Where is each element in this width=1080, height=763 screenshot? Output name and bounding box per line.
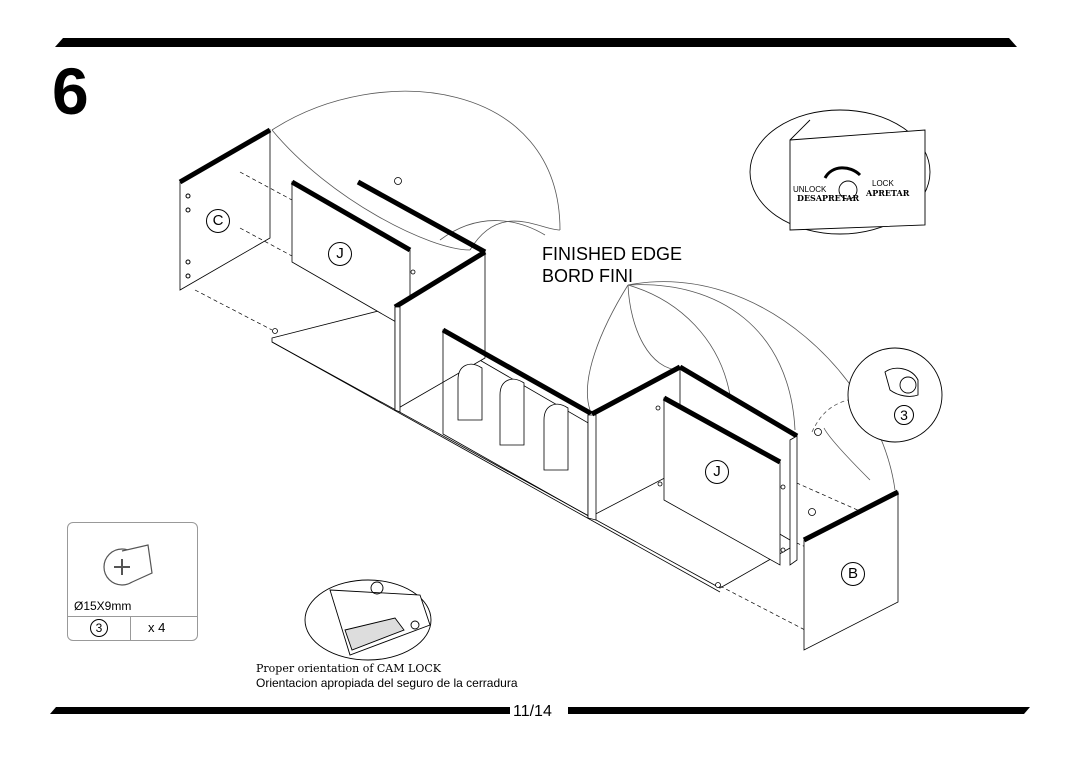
cam-detail [847,347,943,443]
finished-edge-label-fr: BORD FINI [542,266,634,286]
panel-c [178,127,272,291]
hardware-size: Ø15X9mm [74,599,132,613]
cam-part-label: 3 [894,405,914,425]
bottom-rule-right [568,707,1030,714]
page-number: 11/14 [513,703,552,720]
hardware-divider-vertical [130,616,131,640]
lock-label-es: APRETAR [866,188,910,198]
unlock-label: UNLOCK [793,185,827,194]
orientation-detail [304,579,432,661]
bottom-rule-left [50,707,510,714]
step-number: 6 [52,54,89,128]
cam-lock-icon [103,544,153,586]
lock-label: LOCK [872,179,894,188]
orientation-note-es: Orientacion apropiada del seguro de la c… [256,676,518,690]
top-rule [55,38,1017,47]
hardware-part-number: 3 [90,619,108,637]
orientation-note: Proper orientation of CAM LOCK [256,662,441,675]
lock-detail [749,109,931,235]
unlock-label-es: DESAPRETAR [797,193,860,203]
panel-label-b: B [841,562,865,586]
hardware-box: Ø15X9mm 3 x 4 [67,522,198,641]
panel-label-j-right: J [705,460,729,484]
hardware-quantity: x 4 [148,620,166,635]
hardware-divider [68,616,197,617]
panel-label-j-left: J [328,242,352,266]
finished-edge-label: FINISHED EDGE [542,244,683,264]
panel-label-c: C [206,209,230,233]
